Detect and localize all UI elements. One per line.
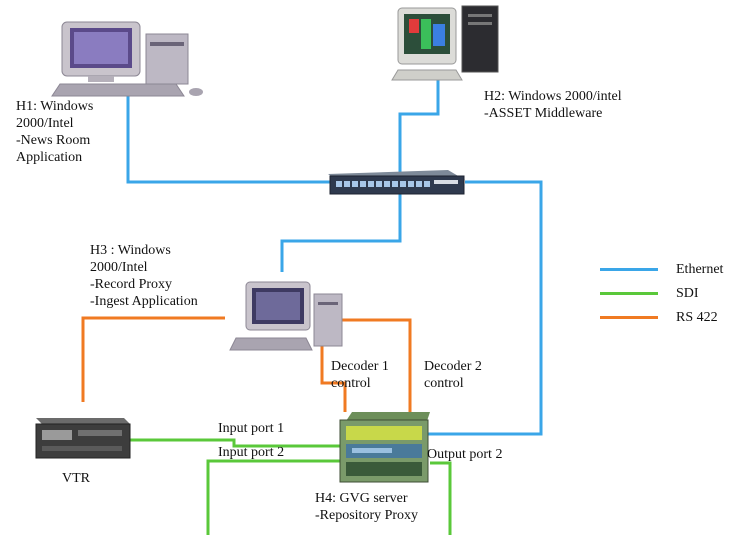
legend-swatch-ethernet [600,268,658,271]
sdi-link-output2 [430,461,452,535]
gvg-server-icon [339,412,430,483]
legend-swatch-sdi [600,292,658,295]
h1-label: H1: Windows 2000/Intel -News Room Applic… [16,98,93,166]
decoder1-label: Decoder 1 control [331,358,389,392]
h3-label-line: H3 : Windows [90,243,171,258]
input-port-1-label: Input port 1 [218,421,285,436]
ethernet-links [126,80,543,436]
ethernet-link-h1 [126,96,330,184]
h2-label-line: H2: Windows 2000/intel [484,89,622,104]
h3-computer-icon [229,281,343,351]
h4-label-line: H4: GVG server [315,491,408,506]
sdi-link-input1 [128,438,340,448]
ethernet-link-h3 [280,194,402,272]
vtr-label: VTR [62,471,90,486]
rs422-link-decoder1 [320,330,347,412]
decoder2-label-line: control [424,376,464,391]
legend-label-sdi: SDI [676,286,699,301]
h4-label: H4: GVG server -Repository Proxy [315,490,418,524]
sdi-links [128,438,452,535]
rs422-link-decoder2 [340,318,412,412]
h2-computer-icon [391,5,499,81]
input-port-2-label: Input port 2 [218,445,285,460]
legend-label-rs422: RS 422 [676,310,718,325]
ethernet-link-h2 [398,80,440,172]
ethernet-link-h4 [428,180,543,436]
h1-computer-icon [51,21,203,97]
h1-label-line: H1: Windows [16,99,94,114]
decoder1-label-line: control [331,376,371,391]
h2-label: H2: Windows 2000/intel -ASSET Middleware [484,88,622,122]
h3-label-line: -Record Proxy [90,277,173,292]
vtr-device-icon [35,418,131,459]
sdi-link-input2 [206,459,340,535]
ethernet-switch-icon [328,170,465,195]
rs422-link-vtr [81,316,225,402]
output-port-2-label: Output port 2 [427,447,503,462]
h3-label-line: 2000/Intel [90,260,148,275]
h3-label: H3 : Windows 2000/Intel -Record Proxy -I… [90,242,198,310]
h1-label-line: 2000/Intel [16,116,74,131]
h1-label-line: -News Room [16,133,91,148]
rs422-links [81,316,412,412]
h3-label-line: -Ingest Application [90,294,198,309]
h1-label-line: Application [16,150,83,165]
h2-label-line: -ASSET Middleware [484,106,603,121]
legend-label-ethernet: Ethernet [676,262,724,277]
legend-swatch-rs422 [600,316,658,319]
decoder1-label-line: Decoder 1 [331,359,389,374]
decoder2-label-line: Decoder 2 [424,359,482,374]
decoder2-label: Decoder 2 control [424,358,482,392]
h4-label-line: -Repository Proxy [315,508,419,523]
